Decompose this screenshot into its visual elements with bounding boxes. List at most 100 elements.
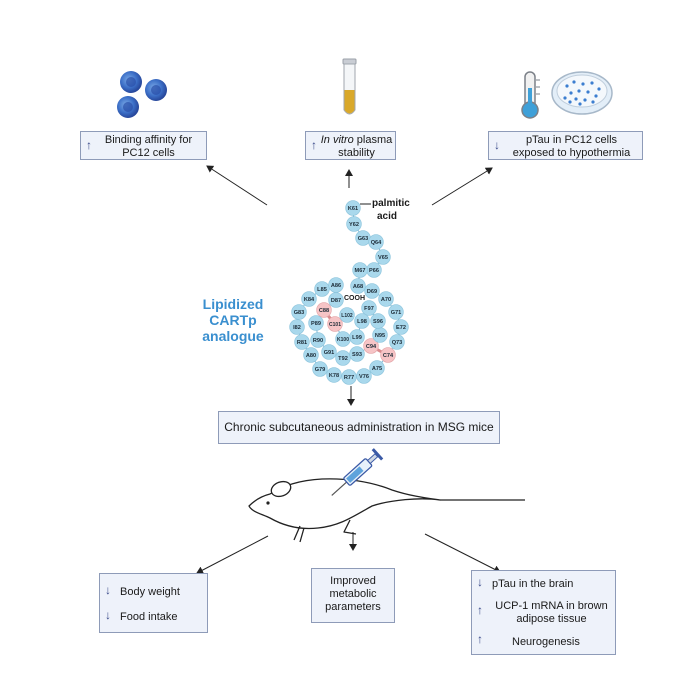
body-weight-box: ↓ Body weight ↓ Food intake: [99, 573, 208, 633]
plasma-stability-box: ↑ In vitro plasma stability: [305, 131, 396, 160]
residue-k100: K100: [335, 331, 351, 347]
neurogenesis-text: Neurogenesis: [512, 636, 580, 648]
residue-g63: G63: [355, 230, 371, 246]
svg-text:R77: R77: [344, 375, 354, 381]
residue-l85: L85: [314, 281, 330, 297]
down-arrow-icon: ↓: [494, 138, 500, 152]
residue-a80: A80: [303, 347, 319, 363]
title-line-3: analogue: [202, 328, 264, 344]
palmitic-line-2: acid: [377, 211, 398, 222]
residue-p66: P66: [366, 262, 382, 278]
arrow-to-body-weight: [196, 535, 269, 574]
svg-text:L102: L102: [341, 313, 353, 319]
residue-l99: L99: [349, 329, 365, 345]
title-line-1: Lipidized: [202, 296, 264, 312]
residue-c74: C74: [380, 347, 396, 363]
residue-r81: R81: [294, 334, 310, 350]
svg-text:A86: A86: [331, 283, 341, 289]
cooh-label: COOH: [344, 295, 365, 302]
residue-k61: K61: [345, 200, 361, 216]
residue-i82: I82: [289, 319, 305, 335]
pc12-cells-icon: [117, 71, 167, 118]
residue-a68: A68: [350, 278, 366, 294]
body-weight-text: Body weight: [120, 586, 180, 598]
residue-a86: A86: [328, 277, 344, 293]
svg-text:E72: E72: [396, 325, 406, 331]
metabolic-line-1: Improved: [330, 575, 376, 587]
svg-text:P66: P66: [369, 268, 379, 274]
ptau-pc12-box: ↓ pTau in PC12 cells exposed to hypother…: [488, 131, 643, 160]
residue-n95: N95: [372, 327, 388, 343]
svg-text:S93: S93: [352, 352, 362, 358]
residue-f97: F97: [361, 300, 377, 316]
residue-g91: G91: [321, 344, 337, 360]
svg-text:V76: V76: [359, 374, 369, 380]
residue-v65: V65: [375, 249, 391, 265]
palmitic-acid-label: palmitic acid: [372, 197, 410, 223]
residue-d87: D87: [328, 292, 344, 308]
ucp1-line-1: UCP-1 mRNA in brown: [495, 600, 608, 612]
svg-text:Y62: Y62: [349, 222, 359, 228]
residue-l102: L102: [339, 307, 355, 323]
test-tube-icon: [342, 58, 357, 115]
arrow-to-brain: [424, 533, 501, 573]
up-arrow-icon: ↑: [86, 138, 92, 152]
svg-text:G63: G63: [358, 236, 369, 242]
svg-text:T92: T92: [338, 356, 348, 362]
svg-text:C94: C94: [366, 344, 377, 350]
metabolic-line-2: metabolic: [329, 588, 377, 600]
mouse-icon: [248, 478, 525, 543]
residue-s96: S96: [370, 313, 386, 329]
svg-text:C101: C101: [329, 322, 341, 328]
residue-g83: G83: [291, 304, 307, 320]
ptau-brain-text: pTau in the brain: [492, 578, 574, 590]
svg-text:L85: L85: [317, 287, 327, 293]
residue-a75: A75: [369, 360, 385, 376]
svg-text:K61: K61: [348, 206, 358, 212]
residue-v76: V76: [356, 368, 372, 384]
stability-line-1: plasma: [356, 134, 393, 146]
residue-p89: P89: [308, 315, 324, 331]
brain-outcomes-box: ↓ pTau in the brain ↑ UCP-1 mRNA in brow…: [471, 570, 616, 655]
svg-text:A68: A68: [353, 284, 363, 290]
up-arrow-icon: ↑: [477, 603, 483, 617]
up-arrow-icon: ↑: [311, 138, 317, 152]
svg-text:I82: I82: [293, 325, 301, 331]
svg-text:P89: P89: [311, 321, 321, 327]
residue-t92: T92: [335, 350, 351, 366]
svg-text:G71: G71: [391, 310, 402, 316]
title-line-2: CARTp: [209, 312, 257, 328]
svg-text:L98: L98: [357, 319, 367, 325]
binding-affinity-box: ↑ Binding affinity for PC12 cells: [80, 131, 207, 160]
thermometer-icon: [521, 71, 540, 119]
up-arrow-icon: ↑: [477, 632, 483, 646]
svg-text:K84: K84: [304, 297, 315, 303]
arrow-to-ptau: [431, 167, 493, 206]
residue-k84: K84: [301, 291, 317, 307]
residue-g79: G79: [312, 361, 328, 377]
svg-text:L99: L99: [352, 335, 362, 341]
metabolic-line-3: parameters: [325, 601, 381, 613]
svg-text:G91: G91: [324, 350, 335, 356]
in-vitro-label: In vitro: [320, 134, 354, 146]
arrow-to-binding: [206, 165, 268, 206]
residue-y62: Y62: [346, 216, 362, 232]
svg-text:F97: F97: [364, 306, 374, 312]
binding-line-2: PC12 cells: [122, 147, 175, 159]
svg-text:V65: V65: [378, 255, 388, 261]
svg-text:A70: A70: [381, 297, 391, 303]
residue-s93: S93: [349, 346, 365, 362]
residue-r90: R90: [310, 332, 326, 348]
svg-text:A80: A80: [306, 353, 316, 359]
residue-k78: K78: [326, 367, 342, 383]
residue-c88: C88: [316, 302, 332, 318]
syringe-icon: [331, 448, 384, 496]
svg-text:G79: G79: [315, 367, 326, 373]
residue-q64: Q64: [368, 234, 384, 250]
residue-m67: M67: [352, 262, 368, 278]
residue-c94: C94: [363, 338, 379, 354]
residue-l98: L98: [354, 313, 370, 329]
residue-g71: G71: [388, 304, 404, 320]
administration-text: Chronic subcutaneous administration in M…: [224, 420, 494, 434]
